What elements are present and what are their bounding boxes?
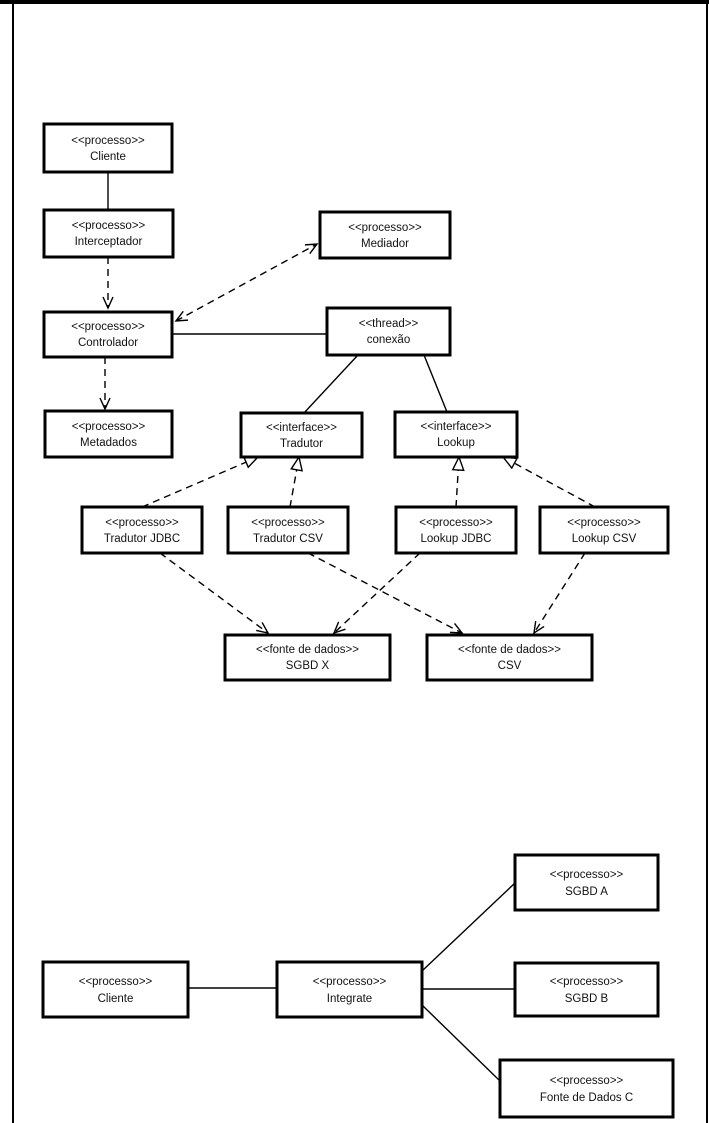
- node-mediador-name: Mediador: [361, 238, 409, 250]
- node-mediador-stereotype: <<processo>>: [348, 222, 422, 234]
- node-tradutor-csv-box: [226, 505, 350, 555]
- edge-lookupjdbc-lookup-realization: [456, 457, 459, 508]
- node-metadados: <<processo>> Metadados: [43, 409, 174, 459]
- node-tradutor-name: Tradutor: [280, 438, 323, 450]
- node-csv: <<fonte de dados>> CSV: [425, 633, 594, 682]
- edge-controlador-mediador: [174, 243, 319, 322]
- edge-integrate-sgbda: [421, 882, 516, 972]
- node-tradutor-csv-stereotype: <<processo>>: [251, 517, 325, 529]
- node-tradutor: <<interface>> Tradutor: [239, 411, 364, 459]
- node-controlador-name: Controlador: [78, 337, 138, 349]
- node-lookup-jdbc: <<processo>> Lookup JDBC: [394, 505, 518, 555]
- node-lookup-jdbc-stereotype: <<processo>>: [419, 517, 493, 529]
- node-mediador: <<processo>> Mediador: [318, 210, 452, 260]
- node-lookup-csv-box: [538, 505, 670, 555]
- node-controlador-box: [42, 310, 174, 359]
- left-page-edge-line: [12, 0, 14, 1123]
- node-cliente: <<processo>> Cliente: [42, 122, 174, 174]
- node-cliente-bottom-box: [41, 960, 190, 1019]
- node-interceptador: <<processo>> Interceptador: [42, 208, 175, 259]
- node-lookup: <<interface>> Lookup: [393, 410, 519, 459]
- node-csv-stereotype: <<fonte de dados>>: [458, 644, 561, 656]
- node-tradutor-jdbc: <<processo>> Tradutor JDBC: [80, 505, 204, 555]
- node-lookup-stereotype: <<interface>>: [421, 421, 492, 433]
- node-tradutor-stereotype: <<interface>>: [266, 422, 337, 434]
- node-cliente-name: Cliente: [90, 151, 126, 163]
- node-interceptador-name: Interceptador: [75, 236, 143, 248]
- node-fonte-de-dados-c: <<processo>> Fonte de Dados C: [498, 1058, 675, 1119]
- node-lookup-box: [393, 410, 519, 459]
- node-sgbd-a-name: SGBD A: [565, 886, 608, 898]
- edge-tradutorjdbc-tradutor-realization: [141, 457, 258, 508]
- edge-lookupjdbc-sgbdx: [332, 552, 421, 635]
- edge-lookupcsv-csv: [533, 552, 586, 635]
- top-page-edge-bar: [0, 0, 709, 4]
- node-interceptador-box: [42, 208, 175, 259]
- node-cliente-bottom-name: Cliente: [98, 993, 134, 1005]
- node-conexao-stereotype: <<thread>>: [359, 318, 419, 330]
- node-controlador: <<processo>> Controlador: [42, 310, 174, 359]
- edge-lookupcsv-lookup-realization: [503, 457, 596, 508]
- node-tradutor-box: [239, 411, 364, 459]
- node-lookup-jdbc-name: Lookup JDBC: [421, 533, 492, 545]
- node-controlador-stereotype: <<processo>>: [71, 321, 145, 333]
- edge-tradutorcsv-csv: [307, 552, 464, 634]
- edge-integrate-fontec: [421, 1004, 501, 1082]
- node-sgbd-b-box: [513, 961, 660, 1018]
- node-tradutor-jdbc-name: Tradutor JDBC: [104, 533, 180, 545]
- node-sgbd-x-name: SGBD X: [286, 660, 330, 672]
- edge-tradutorcsv-tradutor-realization: [289, 457, 299, 508]
- node-cliente-bottom-stereotype: <<processo>>: [79, 976, 153, 988]
- node-lookup-csv-stereotype: <<processo>>: [567, 517, 641, 529]
- right-page-edge-line: [706, 0, 708, 1123]
- node-integrate-box: [275, 960, 424, 1019]
- node-metadados-stereotype: <<processo>>: [72, 421, 146, 433]
- node-tradutor-jdbc-stereotype: <<processo>>: [105, 517, 179, 529]
- node-sgbd-x: <<fonte de dados>> SGBD X: [223, 633, 392, 682]
- node-tradutor-csv: <<processo>> Tradutor CSV: [226, 505, 350, 555]
- node-conexao-name: conexão: [367, 334, 410, 346]
- node-sgbd-x-stereotype: <<fonte de dados>>: [256, 644, 359, 656]
- node-lookup-csv: <<processo>> Lookup CSV: [538, 505, 670, 555]
- node-metadados-name: Metadados: [80, 437, 137, 449]
- node-csv-name: CSV: [498, 660, 522, 672]
- node-integrate-name: Integrate: [327, 993, 372, 1005]
- edge-conexao-tradutor: [303, 354, 359, 414]
- node-cliente-box: [42, 122, 174, 174]
- node-cliente-stereotype: <<processo>>: [71, 135, 145, 147]
- node-fonte-de-dados-c-stereotype: <<processo>>: [550, 1075, 624, 1087]
- node-mediador-box: [318, 210, 452, 260]
- node-lookup-jdbc-box: [394, 505, 518, 555]
- node-integrate: <<processo>> Integrate: [275, 960, 424, 1019]
- node-tradutor-jdbc-box: [80, 505, 204, 555]
- node-fonte-de-dados-c-name: Fonte de Dados C: [540, 1092, 633, 1104]
- node-lookup-name: Lookup: [437, 437, 475, 449]
- node-lookup-csv-name: Lookup CSV: [572, 533, 637, 545]
- node-fonte-de-dados-c-box: [498, 1058, 675, 1119]
- node-conexao-box: [325, 306, 452, 357]
- node-integrate-stereotype: <<processo>>: [313, 976, 387, 988]
- node-cliente-bottom: <<processo>> Cliente: [41, 960, 190, 1019]
- node-interceptador-stereotype: <<processo>>: [72, 220, 146, 232]
- node-conexao: <<thread>> conexão: [325, 306, 452, 357]
- node-sgbd-a-stereotype: <<processo>>: [550, 869, 624, 881]
- edge-conexao-lookup: [423, 354, 448, 413]
- node-sgbd-a-box: [513, 853, 660, 912]
- node-sgbd-a: <<processo>> SGBD A: [513, 853, 660, 912]
- node-sgbd-b-stereotype: <<processo>>: [550, 976, 624, 988]
- node-sgbd-x-box: [223, 633, 392, 682]
- node-tradutor-csv-name: Tradutor CSV: [253, 533, 323, 545]
- edge-tradutorjdbc-sgbdx: [159, 552, 270, 635]
- node-sgbd-b: <<processo>> SGBD B: [513, 961, 660, 1018]
- node-csv-box: [425, 633, 594, 682]
- node-metadados-box: [43, 409, 174, 459]
- node-sgbd-b-name: SGBD B: [565, 993, 609, 1005]
